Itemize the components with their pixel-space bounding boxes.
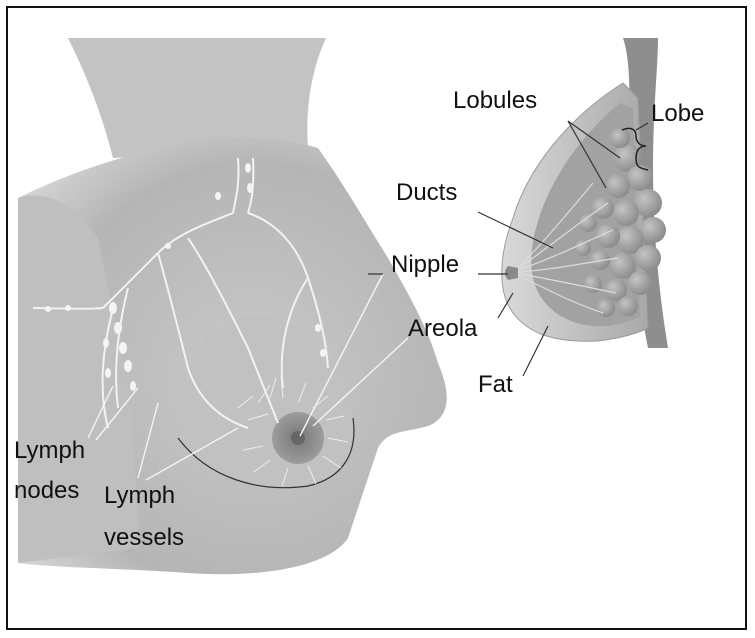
breast-anatomy-diagram: Lobules Lobe Ducts Nipple Areola Fat Lym… (8, 8, 747, 630)
label-lobules: Lobules (453, 87, 537, 114)
torso-illustration (18, 38, 447, 574)
diagram-frame: Lobules Lobe Ducts Nipple Areola Fat Lym… (6, 6, 747, 630)
label-ducts: Ducts (396, 179, 457, 206)
breast-side-view (502, 38, 668, 348)
label-lymph-vessels-line1: Lymph (104, 482, 175, 509)
label-lymph-nodes-line1: Lymph (14, 437, 85, 464)
label-areola: Areola (408, 315, 478, 342)
label-fat: Fat (478, 371, 513, 398)
label-lymph-nodes-line2: nodes (14, 477, 79, 504)
nipple-shape (291, 431, 305, 445)
label-nipple: Nipple (391, 251, 459, 278)
label-lymph-vessels-line2: vessels (104, 524, 184, 551)
label-lobe: Lobe (651, 100, 704, 127)
